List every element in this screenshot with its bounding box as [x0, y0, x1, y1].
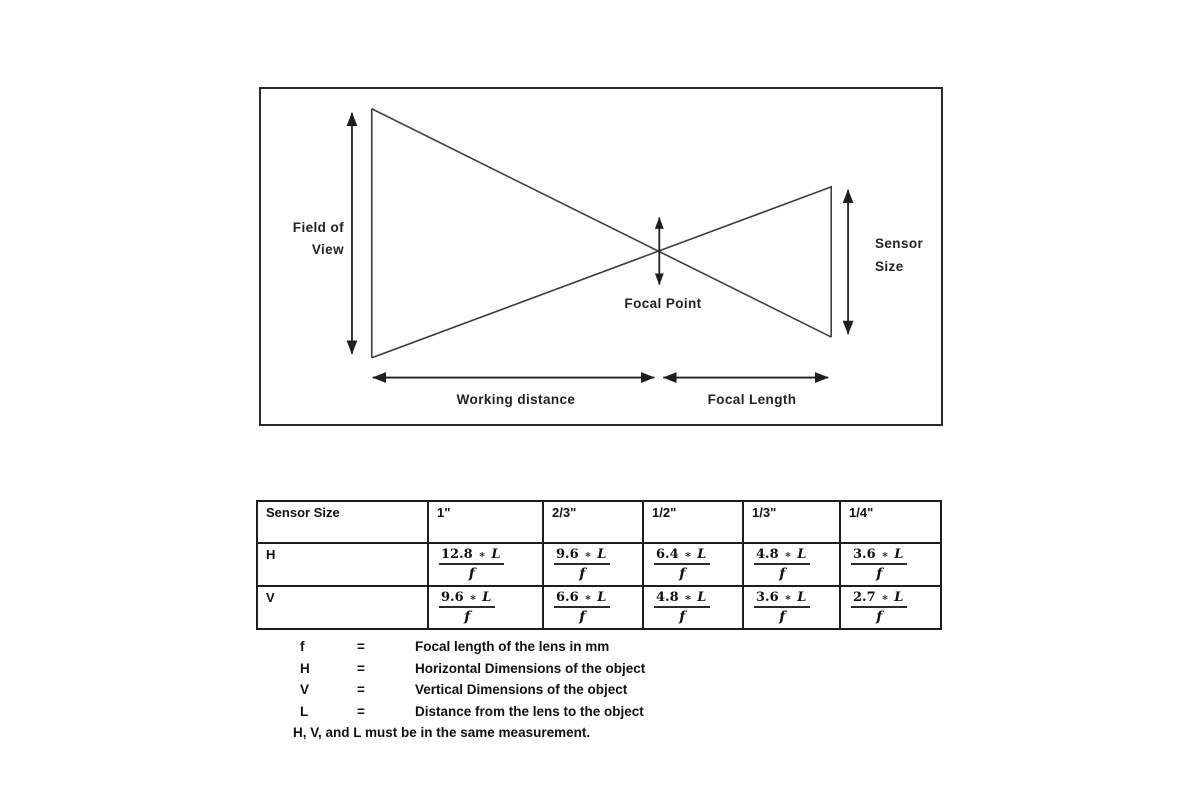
formula-fraction: 12.8 ∗ L f: [439, 547, 505, 583]
legend-symbol: V: [300, 682, 310, 697]
formula-cell: 3.6 ∗ L f: [742, 585, 841, 630]
header-sensor-size: Sensor Size: [256, 500, 429, 544]
legend-entry-h: H = Horizontal Dimensions of the object: [293, 658, 813, 680]
formula-cell: 4.8 ∗ L f: [642, 585, 744, 630]
legend-description: Vertical Dimensions of the object: [415, 682, 628, 697]
formula-fraction: 4.8 ∗ L f: [654, 590, 711, 626]
header-1-2in: 1/2": [642, 500, 744, 544]
legend-equals: =: [357, 660, 365, 676]
formula-fraction: 9.6 ∗ L f: [554, 547, 611, 583]
focal-point-label: Focal Point: [624, 296, 702, 311]
legend-symbol: L: [300, 703, 309, 719]
formula-fraction: 3.6 ∗ L f: [754, 590, 811, 626]
table-row-v: V 9.6 ∗ L f 6.6 ∗ L f 4.8 ∗ L f 3.6 ∗ L …: [256, 585, 942, 630]
legend-symbol: f: [300, 639, 305, 654]
table-row-h: H 12.8 ∗ L f 9.6 ∗ L f 6.4 ∗ L f 4.8 ∗ L…: [256, 542, 942, 587]
formula-cell: 9.6 ∗ L f: [427, 585, 544, 630]
formula-fraction: 9.6 ∗ L f: [439, 590, 496, 626]
legend-equals: =: [357, 682, 365, 697]
legend: f = Focal length of the lens in mm H = H…: [293, 636, 813, 744]
header-1-3in: 1/3": [742, 500, 841, 544]
formula-cell: 9.6 ∗ L f: [542, 542, 644, 587]
legend-equals: =: [357, 703, 365, 719]
formula-fraction: 2.7 ∗ L f: [851, 590, 908, 626]
field-of-view-label-line1: Field of: [292, 220, 344, 235]
legend-entry-l: L = Distance from the lens to the object: [293, 701, 813, 723]
formula-cell: 6.6 ∗ L f: [542, 585, 644, 630]
working-distance-label: Working distance: [456, 392, 576, 407]
sensor-size-label: Sensor Size: [875, 232, 955, 278]
formula-cell: 4.8 ∗ L f: [742, 542, 841, 587]
formula-cell: 3.6 ∗ L f: [839, 542, 942, 587]
legend-symbol: H: [300, 660, 310, 676]
optics-diagram: Field of View Sensor Size Focal Point Wo…: [259, 87, 943, 426]
legend-note: H, V, and L must be in the same measurem…: [293, 725, 591, 740]
header-2-3in: 2/3": [542, 500, 644, 544]
light-rays: [370, 108, 833, 359]
formula-fraction: 4.8 ∗ L f: [754, 547, 811, 583]
row-label-v: V: [256, 585, 429, 630]
header-1-4in: 1/4": [839, 500, 942, 544]
header-1in: 1": [427, 500, 544, 544]
formula-cell: 12.8 ∗ L f: [427, 542, 544, 587]
legend-entry-v: V = Vertical Dimensions of the object: [293, 679, 813, 701]
table-header-row: Sensor Size 1" 2/3" 1/2" 1/3" 1/4": [256, 500, 942, 544]
legend-description: Distance from the lens to the object: [415, 703, 644, 719]
formula-fraction: 6.4 ∗ L f: [654, 547, 711, 583]
formula-cell: 6.4 ∗ L f: [642, 542, 744, 587]
formula-cell: 2.7 ∗ L f: [839, 585, 942, 630]
legend-equals: =: [357, 639, 365, 654]
formula-fraction: 6.6 ∗ L f: [554, 590, 611, 626]
diagram-geometry: [346, 108, 854, 383]
row-label-h: H: [256, 542, 429, 587]
legend-description: Focal length of the lens in mm: [415, 639, 610, 654]
field-of-view-label: Field of View: [264, 217, 344, 261]
sensor-size-label-line1: Sensor: [875, 236, 924, 251]
formula-fraction: 3.6 ∗ L f: [851, 547, 908, 583]
legend-entry-f: f = Focal length of the lens in mm: [293, 636, 813, 658]
legend-description: Horizontal Dimensions of the object: [415, 660, 646, 676]
sensor-size-formula-table: Sensor Size 1" 2/3" 1/2" 1/3" 1/4" H 12.…: [256, 500, 942, 630]
focal-length-label: Focal Length: [707, 392, 797, 407]
field-of-view-label-line2: View: [311, 242, 344, 257]
sensor-size-label-line2: Size: [875, 259, 904, 274]
